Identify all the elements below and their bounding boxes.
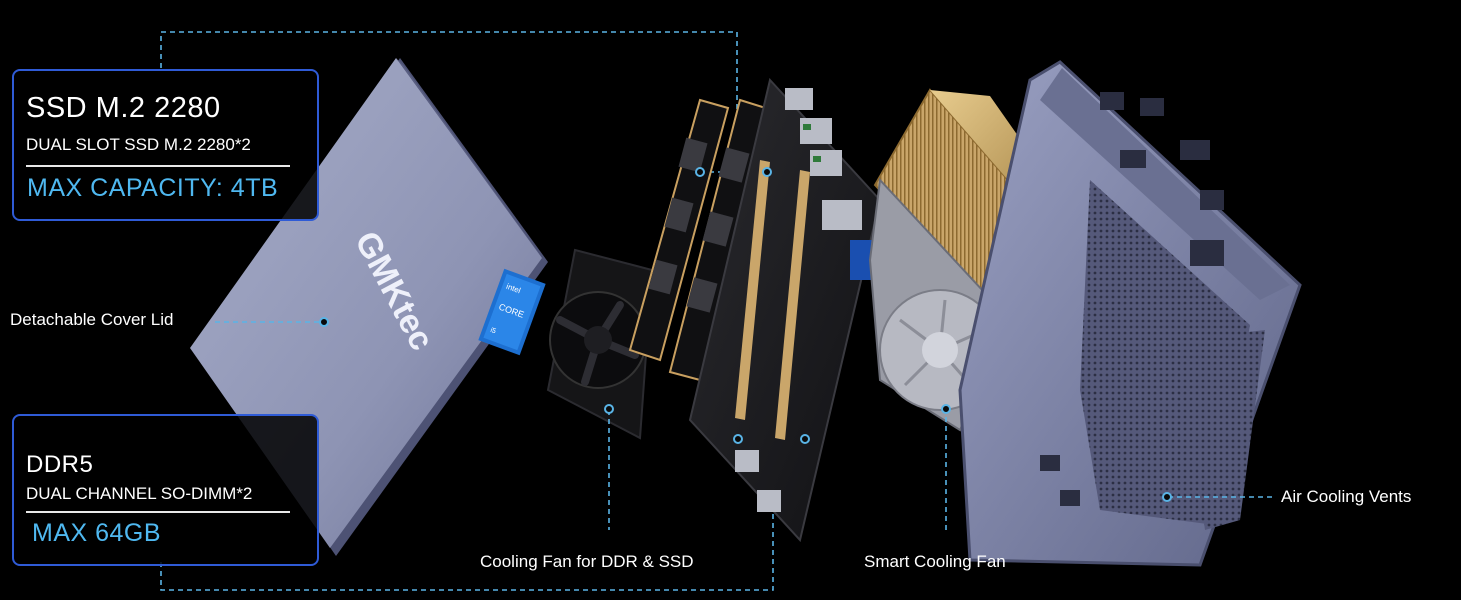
ram-divider [26,511,290,513]
leader-dots [319,167,1172,502]
chassis [958,60,1302,567]
ssd-highlight: MAX CAPACITY: 4TB [27,174,279,202]
ddr-ssd-fan [546,248,654,440]
air-vents-label: Air Cooling Vents [1281,487,1412,506]
ssd-title: SSD M.2 2280 [26,92,221,124]
ssd-subtitle: DUAL SLOT SSD M.2 2280*2 [26,135,251,154]
leader-lines [215,321,1276,530]
smart-fan-label: Smart Cooling Fan [864,552,1006,571]
ssd-divider [26,165,290,167]
intel-badge: intel CORE i5 [478,268,546,356]
motherboard [688,77,906,543]
ram-highlight: MAX 64GB [32,519,162,547]
cover-lid-label: Detachable Cover Lid [10,310,174,329]
ram-subtitle: DUAL CHANNEL SO-DIMM*2 [26,484,253,503]
ssd-spec-box: SSD M.2 2280 DUAL SLOT SSD M.2 2280*2 MA… [12,69,319,221]
ddr-ssd-fan-label: Cooling Fan for DDR & SSD [480,552,694,571]
ssd-modules [628,98,774,382]
ram-spec-box: DDR5 DUAL CHANNEL SO-DIMM*2 MAX 64GB [12,414,319,566]
svg-text:i5: i5 [489,327,497,335]
ram-title: DDR5 [26,451,94,478]
